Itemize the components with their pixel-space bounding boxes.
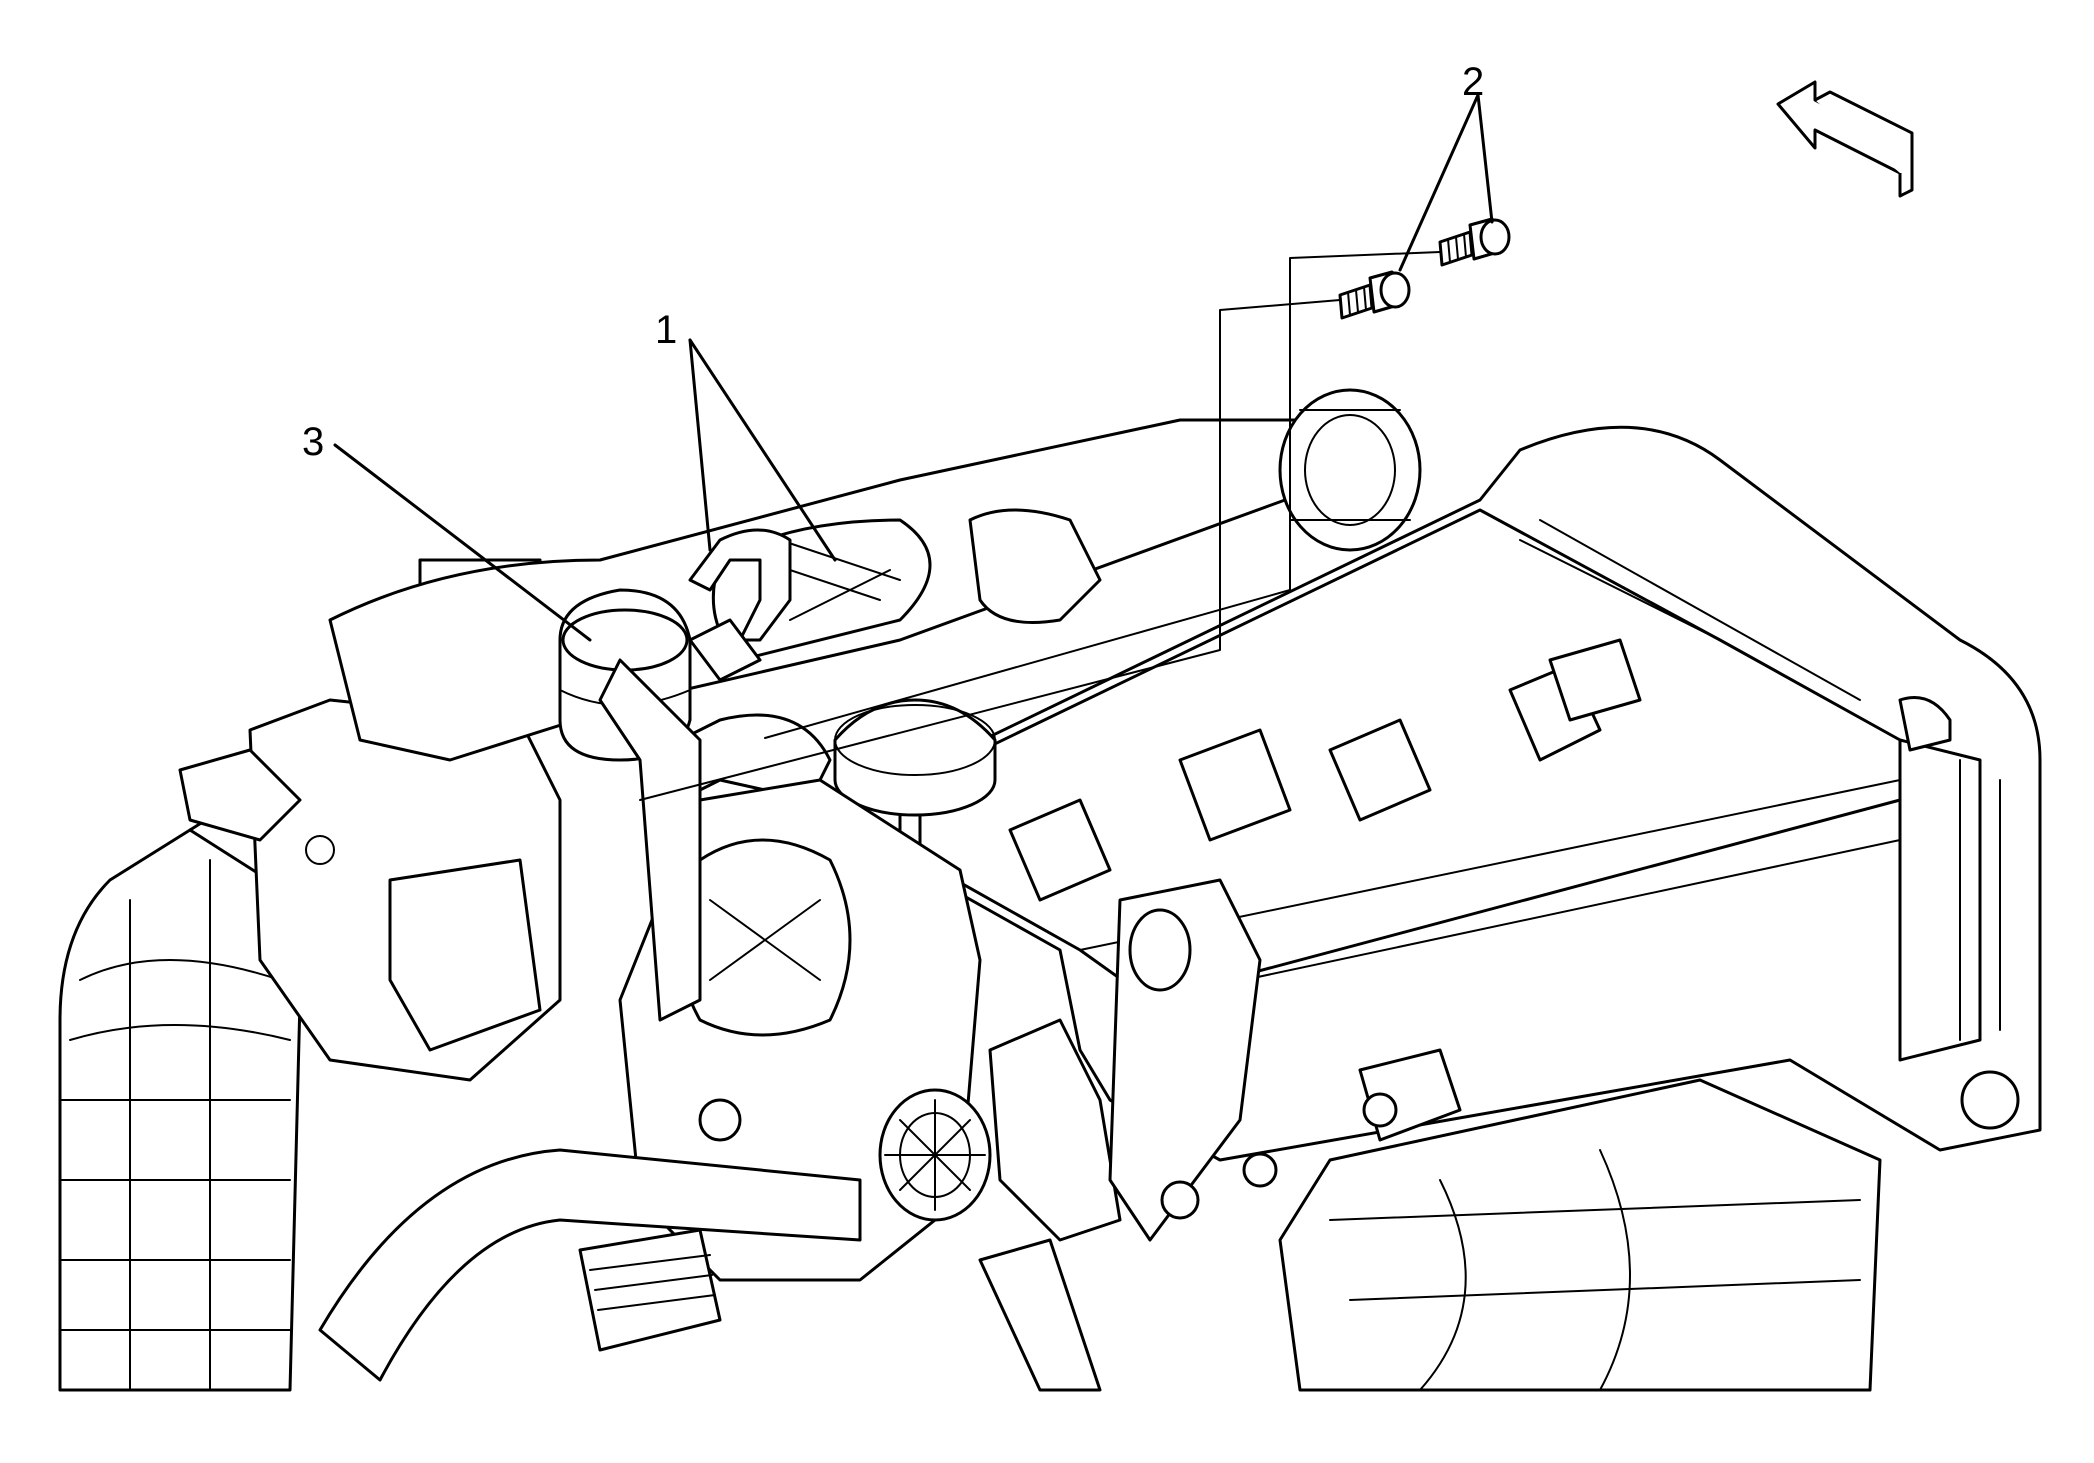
bolt-left	[1338, 270, 1411, 320]
exhaust-manifold	[1278, 1048, 1882, 1392]
bolt-right	[1438, 217, 1511, 267]
throttle-body	[178, 558, 562, 1082]
water-pump-pulley	[878, 1018, 1122, 1242]
oil-fill-cap	[833, 698, 997, 817]
callout-label-1: 1	[655, 308, 677, 352]
coil-connectors	[1008, 638, 1642, 902]
timing-pulley	[1278, 388, 1422, 552]
callout-label-3: 3	[302, 420, 324, 464]
pcv-hoses	[658, 528, 832, 802]
view-direction-arrow-icon	[1776, 80, 1914, 198]
callout-label-2: 2	[1462, 60, 1484, 104]
coolant-hoses	[318, 658, 1102, 1392]
leader-lines	[333, 93, 1494, 801]
engine-bracket	[1108, 878, 1278, 1242]
